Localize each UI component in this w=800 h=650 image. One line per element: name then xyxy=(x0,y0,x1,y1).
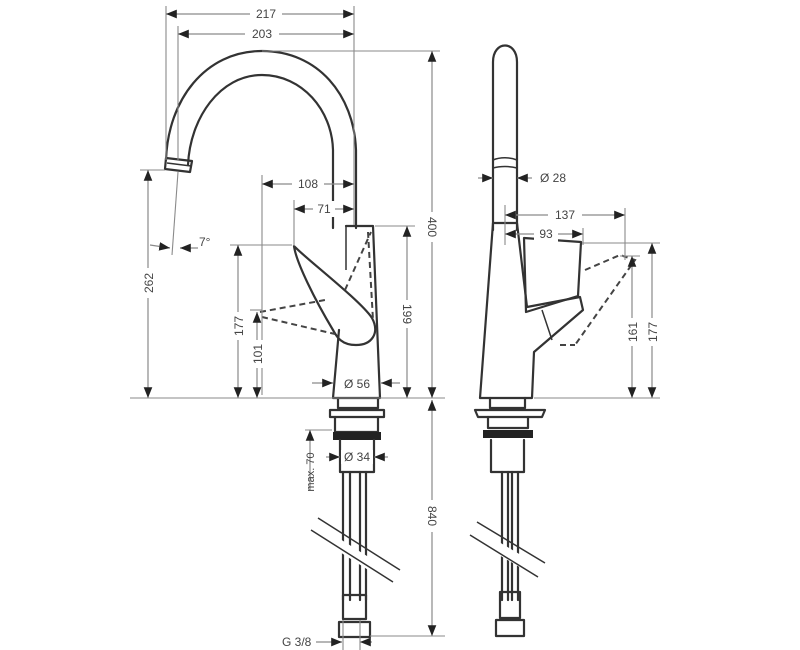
side-view xyxy=(465,44,637,638)
dim-label-217: 217 xyxy=(256,7,276,21)
lock-nut xyxy=(333,432,381,440)
dim-label-161: 161 xyxy=(626,322,640,342)
dim-label-108: 108 xyxy=(298,177,318,191)
base-plate xyxy=(336,396,380,410)
dim-label-max-70: max. 70 xyxy=(305,452,317,491)
dim-label-thread: G 3/8 xyxy=(282,635,312,649)
dim-label-840: 840 xyxy=(425,506,439,526)
dim-label-177-side: 177 xyxy=(646,322,660,342)
dim-label-angle: 7° xyxy=(199,235,211,249)
lever-alt-position xyxy=(259,231,374,335)
spout-outlet xyxy=(163,156,194,174)
lever-handle xyxy=(292,244,377,347)
dim-label-262: 262 xyxy=(142,273,156,293)
dim-label-spout-diameter: Ø 28 xyxy=(540,171,566,185)
side-spout xyxy=(491,44,519,232)
dim-label-base-diameter: Ø 56 xyxy=(344,377,370,391)
dim-label-203: 203 xyxy=(252,27,272,41)
dim-label-199: 199 xyxy=(400,304,414,324)
dim-label-101: 101 xyxy=(251,344,265,364)
dim-label-400: 400 xyxy=(425,217,439,237)
side-body xyxy=(478,221,585,400)
dim-label-shank-diameter: Ø 34 xyxy=(344,450,370,464)
side-lever xyxy=(522,236,583,314)
dim-label-137: 137 xyxy=(555,208,575,222)
dim-label-177-front: 177 xyxy=(232,316,246,336)
dim-label-71: 71 xyxy=(317,202,331,216)
dim-label-93: 93 xyxy=(539,227,553,241)
dimension-lines-side xyxy=(478,173,660,399)
dimension-labels: 217 203 108 71 7° 262 177 101 199 400 Ø … xyxy=(140,6,660,649)
front-view xyxy=(163,49,405,639)
supply-hoses xyxy=(341,470,368,602)
dimension-lines-front xyxy=(130,6,445,650)
side-lever-alt-position xyxy=(560,253,637,346)
